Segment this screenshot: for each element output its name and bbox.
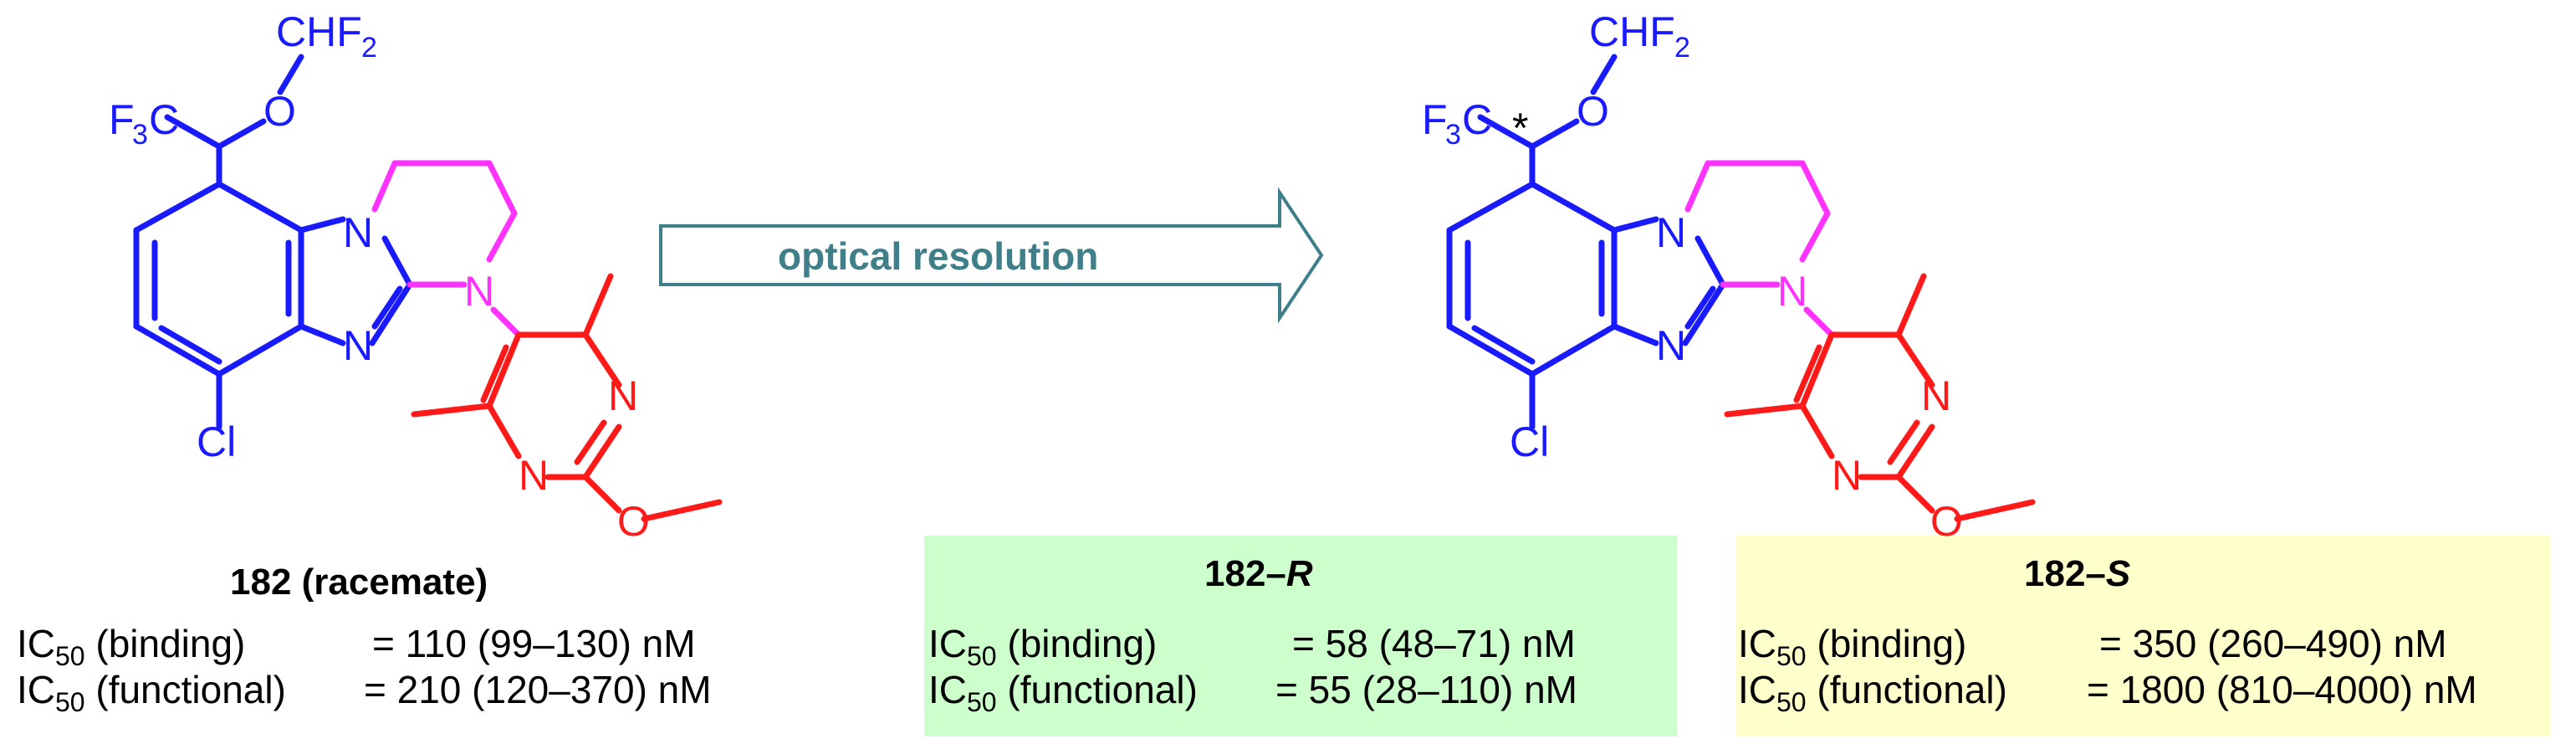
svg-text:N: N <box>1656 209 1686 256</box>
svg-text:N: N <box>1832 452 1862 499</box>
r-isomer-data: 182–R IC50 (binding) = 58 (48–71) nM IC5… <box>928 553 1577 717</box>
r-isomer-title: 182–R <box>1204 553 1313 594</box>
svg-text:2: 2 <box>1674 32 1690 64</box>
racemate-data: 182 (racemate) IC50 (binding) = 110 (99–… <box>17 562 712 717</box>
svg-text:C: C <box>1462 96 1492 143</box>
svg-text:N: N <box>1921 372 1951 419</box>
svg-text:N: N <box>343 209 373 256</box>
svg-text:O: O <box>263 88 296 135</box>
r-isomer-binding: IC50 (binding) <box>928 622 1157 671</box>
s-isomer-data: 182–S IC50 (binding) = 350 (260–490) nM … <box>1738 553 2477 717</box>
s-isomer-binding-value: = 350 (260–490) nM <box>2099 622 2447 665</box>
svg-text:N: N <box>1656 322 1686 369</box>
svg-text:F: F <box>1422 96 1448 143</box>
svg-text:O: O <box>1577 88 1609 135</box>
svg-text:3: 3 <box>1445 119 1461 151</box>
svg-text:Cl: Cl <box>1510 418 1549 465</box>
svg-text:N: N <box>464 268 494 315</box>
s-isomer-functional-value: = 1800 (810–4000) nM <box>2087 668 2477 711</box>
racemate-binding: IC50 (binding) <box>17 622 245 671</box>
racemate-functional-value: = 210 (120–370) nM <box>364 668 712 711</box>
racemate-atom-labels: CHF 2 F 3 C O N N Cl N N N O <box>109 8 650 545</box>
r-isomer-functional-value: = 55 (28–110) nM <box>1275 668 1577 711</box>
svg-text:CHF: CHF <box>276 8 362 55</box>
svg-text:F: F <box>109 96 135 143</box>
r-isomer-box <box>924 536 1677 736</box>
svg-text:C: C <box>149 96 179 143</box>
racemate-structure <box>133 54 723 522</box>
svg-text:N: N <box>519 452 549 499</box>
svg-text:N: N <box>343 322 373 369</box>
svg-text:CHF: CHF <box>1589 8 1675 55</box>
racemate-title: 182 (racemate) <box>230 562 488 603</box>
stereocenter-mark: * <box>1512 105 1528 151</box>
resolved-structure: CHF 2 F 3 C * O N N Cl N N N O <box>1422 8 2036 545</box>
svg-text:O: O <box>1930 498 1963 545</box>
s-isomer-functional: IC50 (functional) <box>1738 668 2007 717</box>
arrow-label: optical resolution <box>778 234 1098 278</box>
s-isomer-binding: IC50 (binding) <box>1738 622 1966 671</box>
svg-text:Cl: Cl <box>197 418 236 465</box>
s-isomer-box <box>1735 536 2551 736</box>
s-isomer-title: 182–S <box>2024 553 2130 594</box>
racemate-functional: IC50 (functional) <box>17 668 286 717</box>
racemate-binding-value: = 110 (99–130) nM <box>372 622 696 665</box>
svg-text:2: 2 <box>361 32 377 64</box>
resolution-arrow: optical resolution <box>659 187 1324 324</box>
svg-text:N: N <box>608 372 638 419</box>
r-isomer-binding-value: = 58 (48–71) nM <box>1292 622 1576 665</box>
svg-text:3: 3 <box>132 119 148 151</box>
svg-text:O: O <box>617 498 650 545</box>
svg-text:N: N <box>1777 268 1807 315</box>
r-isomer-functional: IC50 (functional) <box>928 668 1198 717</box>
